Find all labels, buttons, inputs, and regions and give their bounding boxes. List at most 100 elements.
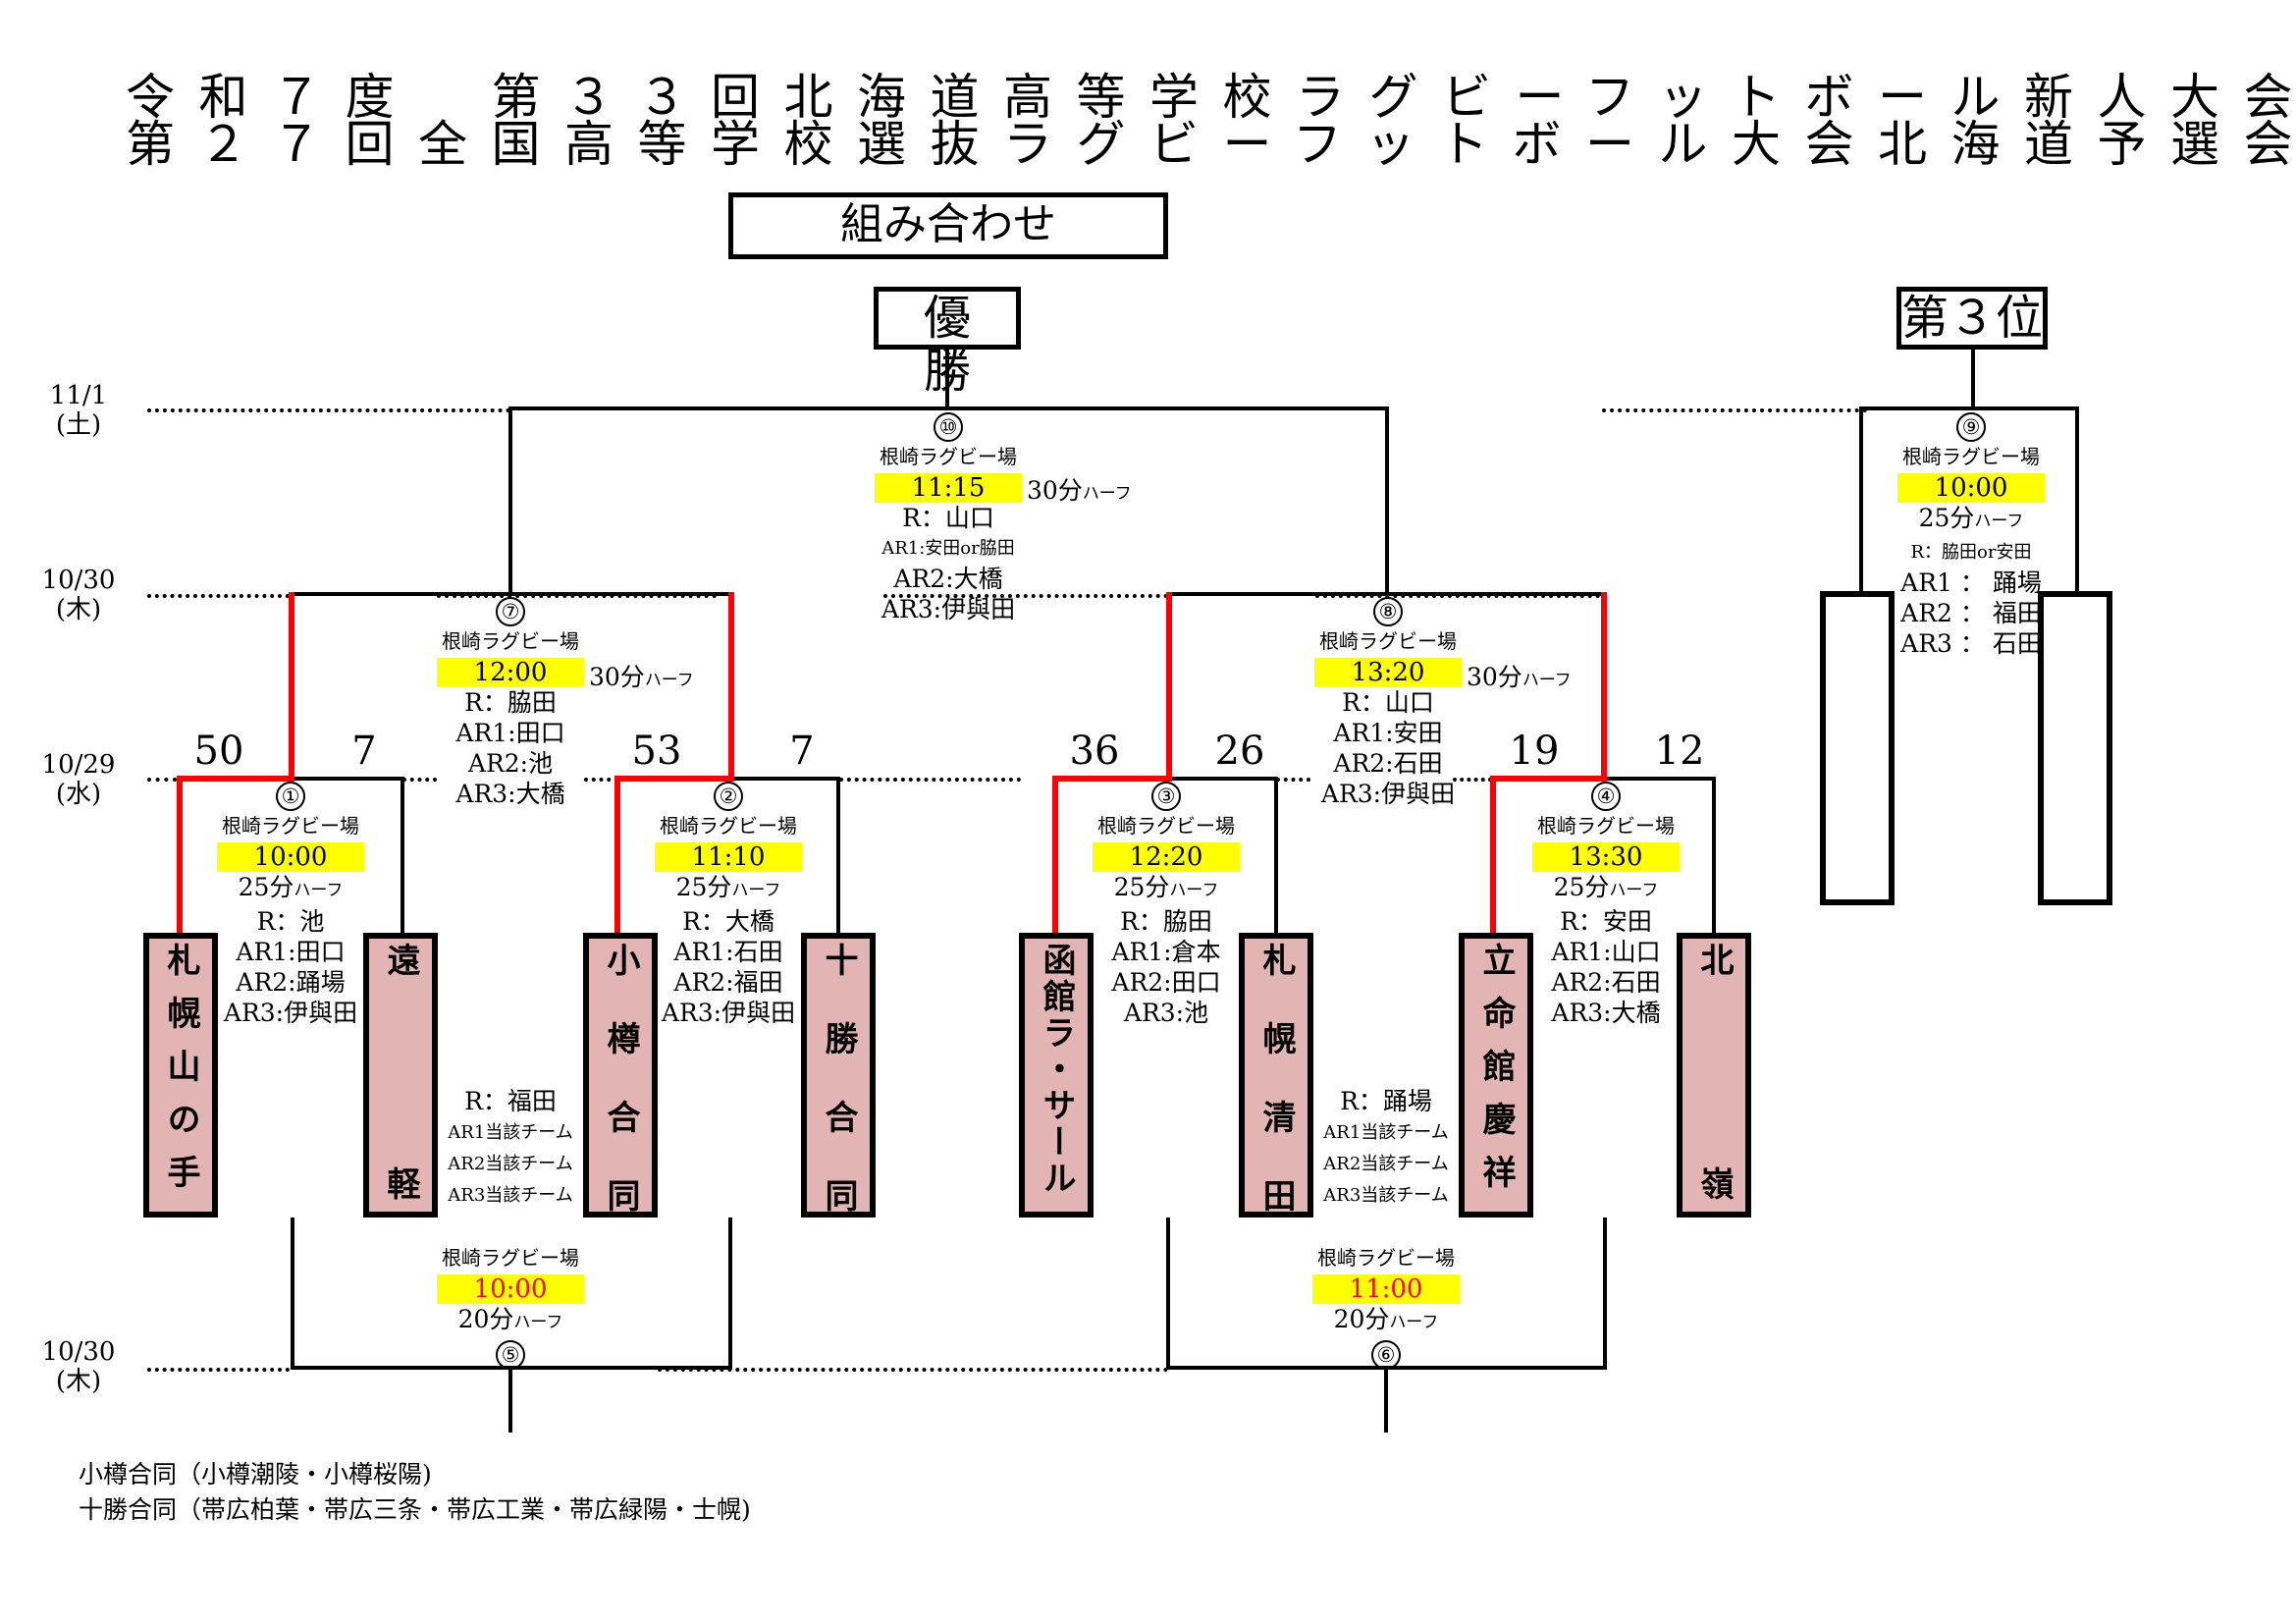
venue: 根崎ラグビー場	[442, 1246, 579, 1270]
match-number: ⑧	[1373, 597, 1403, 626]
half-length: 25分	[1553, 873, 1610, 901]
third-place-box: 第３位	[1896, 287, 2048, 350]
score-m1-left: 50	[193, 729, 244, 774]
m5-leg	[728, 1218, 732, 1370]
match-number: ①	[276, 782, 305, 811]
champion-box: 優 勝	[874, 287, 1021, 398]
bracket-label: 組み合わせ	[840, 199, 1056, 249]
team-sapporo-yamanote: 札幌山の手	[143, 933, 218, 1218]
m4-bar	[1607, 777, 1716, 781]
kickoff-time: 12:20	[1093, 842, 1240, 872]
date-guide-line	[1276, 778, 1310, 782]
m2-loser-leg	[836, 777, 840, 935]
date-guide-line	[584, 778, 618, 782]
weekday: (木)	[55, 595, 102, 624]
date: 11/1	[49, 381, 108, 410]
m1-winner-leg	[177, 776, 183, 935]
referee: R：山口	[902, 504, 994, 532]
weekday: (木)	[55, 1367, 102, 1396]
team-sapporo-kiyota: 札幌清田	[1239, 933, 1313, 1218]
assistant-referee-1: AR1:田口	[455, 719, 565, 747]
referee: R：安田	[1560, 907, 1652, 936]
half-unit: ハーフ	[1974, 512, 2024, 531]
venue: 根崎ラグビー場	[1319, 629, 1457, 653]
half-length: 25分	[1918, 504, 1975, 532]
date-label-semi: 10/30 (木)	[20, 566, 137, 624]
half-length: 20分	[457, 1305, 514, 1333]
team-hokurei: 北嶺	[1677, 933, 1751, 1218]
m3-winner-leg	[1052, 776, 1058, 935]
team-name: 札幌清田	[1256, 943, 1296, 1218]
venue: 根崎ラグビー場	[880, 445, 1017, 468]
venue: 根崎ラグビー場	[222, 814, 359, 838]
date-guide-line	[839, 778, 1021, 782]
half-unit: ハーフ	[513, 1313, 563, 1332]
team-name: 遠軽	[381, 943, 420, 1218]
date-label-consolation: 10/30 (木)	[20, 1337, 137, 1396]
m3-loser-leg	[1274, 777, 1278, 935]
kickoff-time: 10:00	[217, 842, 364, 872]
assistant-referee-3: AR3:伊與田	[661, 999, 796, 1027]
assistant-referee-2: AR2:石田	[1551, 968, 1661, 997]
m4-winner-leg	[1490, 776, 1496, 935]
match-10-half: 30分ハーフ	[1027, 471, 1132, 507]
champion-connector	[945, 350, 949, 410]
assistant-referee-1: AR1:山口	[1551, 938, 1661, 966]
m5-stem	[508, 1366, 512, 1433]
referee: R：山口	[1342, 688, 1434, 717]
date-guide-line	[147, 778, 177, 782]
assistant-referee-1: AR1:安田or脇田	[881, 538, 1015, 559]
team-otaru-joint: 小樽合同	[583, 933, 658, 1218]
half-length: 30分	[1027, 476, 1083, 505]
match-5-officials: R：福田 AR1当該チーム AR2当該チーム AR3当該チーム	[412, 1086, 609, 1212]
assistant-referee-2: AR2:大橋	[893, 565, 1003, 593]
assistant-referee-2: AR2当該チーム	[1323, 1154, 1449, 1174]
assistant-referee-3: AR3 ： 石田	[1900, 629, 2042, 658]
match-number: ②	[714, 782, 743, 811]
assistant-referee-1: AR1:田口	[236, 938, 346, 966]
date-label-final: 11/1 (土)	[20, 381, 137, 440]
half-length: 30分	[589, 663, 645, 691]
m3-bar	[1172, 777, 1278, 781]
assistant-referee-3: AR3:伊與田	[881, 595, 1016, 623]
match-5-info: 根崎ラグビー場 10:00 20分ハーフ ⑤	[412, 1243, 609, 1370]
score-m4-left: 19	[1509, 729, 1560, 774]
kickoff-time: 11:15	[875, 473, 1022, 503]
assistant-referee-2: AR2:踊場	[236, 968, 346, 997]
footnote-otaru: 小樽合同（小樽潮陵・小樽桜陽)	[79, 1460, 432, 1489]
m2-bar	[734, 777, 840, 781]
score-m3-left: 36	[1069, 729, 1120, 774]
team-name: 十勝合同	[819, 943, 858, 1218]
match-7-half: 30分ハーフ	[589, 658, 694, 693]
score-m2-left: 53	[631, 729, 682, 774]
kickoff-time: 10:00	[437, 1274, 584, 1304]
date-guide-line	[402, 778, 437, 782]
score-m2-right: 7	[789, 729, 815, 774]
third-place-label: 第３位	[1901, 291, 2044, 346]
kickoff-time: 12:00	[437, 658, 584, 687]
referee: R：脇田or安田	[1910, 542, 2032, 563]
match-9-info: ⑨ 根崎ラグビー場 10:00 25分ハーフ R：脇田or安田 AR1 ： 踊場…	[1873, 410, 2069, 659]
semi8-winner-leg	[1166, 592, 1172, 779]
venue: 根崎ラグビー場	[1317, 1246, 1455, 1270]
match-number: ③	[1151, 782, 1181, 811]
match-8-half: 30分ハーフ	[1467, 658, 1572, 693]
kickoff-time: 10:00	[1897, 473, 2045, 503]
m6-stem	[1384, 1366, 1388, 1433]
semi7-bar	[291, 592, 732, 596]
date: 10/30	[41, 1337, 116, 1367]
m9-leg	[2075, 406, 2079, 593]
date-guide-line	[1453, 778, 1492, 782]
date-guide-line	[147, 1368, 290, 1372]
referee: R：大橋	[682, 907, 774, 936]
m1-winner-bar	[177, 776, 294, 782]
match-10-info: ⑩ 根崎ラグビー場 11:15 R：山口 AR1:安田or脇田 AR2:大橋 A…	[850, 410, 1046, 624]
match-number: ⑤	[496, 1340, 525, 1370]
date: 10/30	[41, 566, 116, 595]
venue: 根崎ラグビー場	[660, 814, 797, 838]
weekday: (水)	[55, 780, 102, 809]
assistant-referee-1: AR1 ： 踊場	[1900, 568, 2042, 597]
assistant-referee-2: AR2:池	[467, 749, 554, 778]
match-number: ④	[1591, 782, 1621, 811]
champion-label: 優 勝	[923, 291, 1019, 399]
